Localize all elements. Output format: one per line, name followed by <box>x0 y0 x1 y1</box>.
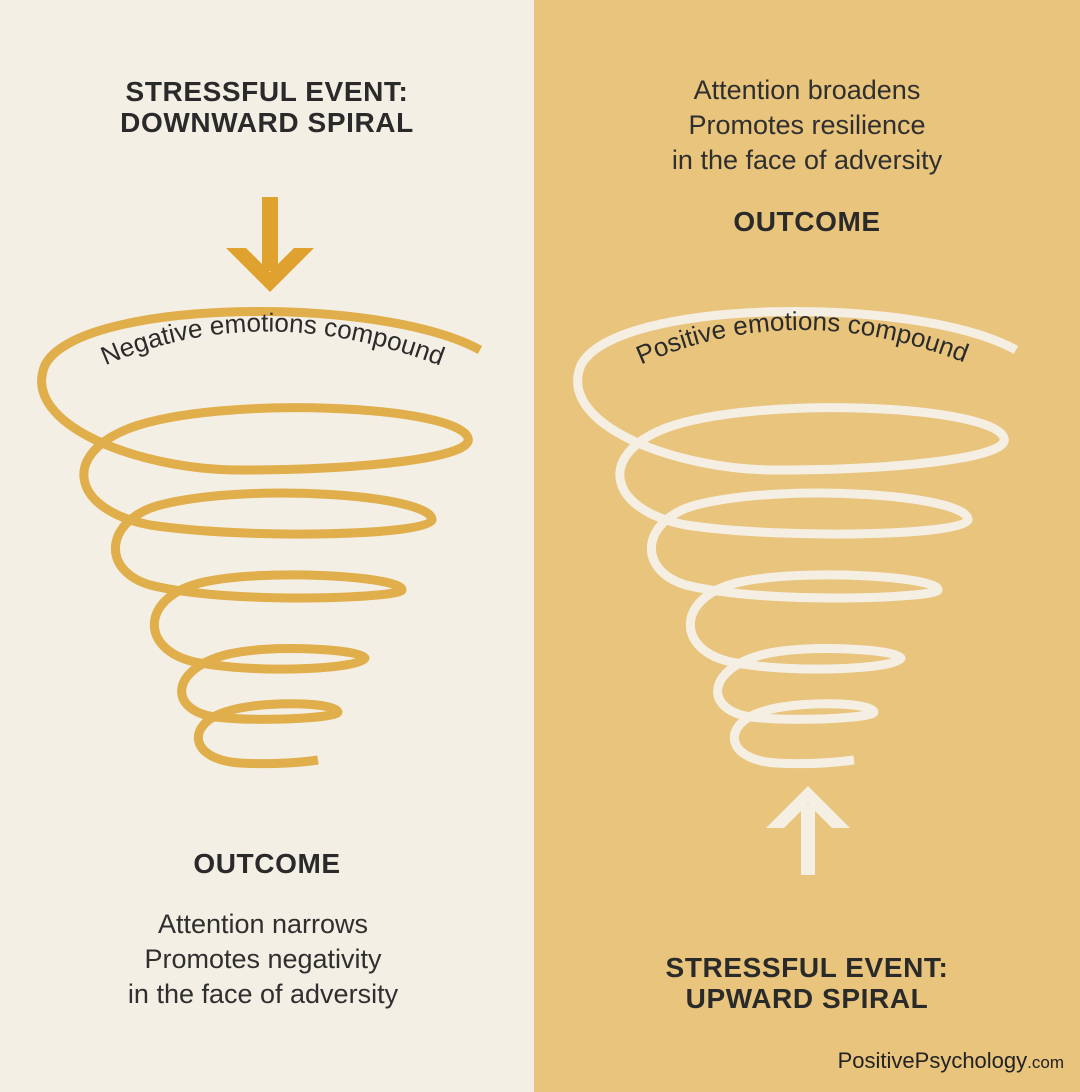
downward-title-line1: STRESSFUL EVENT: <box>125 76 409 107</box>
brand-domain: .com <box>1027 1053 1064 1072</box>
upward-outcome-line: Attention broadens <box>693 75 921 105</box>
downward-outcome-text: Attention narrows Promotes negativity in… <box>0 907 526 1012</box>
downward-outcome-heading: OUTCOME <box>193 848 341 879</box>
upward-spiral-panel: Attention broadens Promotes resilience i… <box>534 0 1080 1092</box>
downward-spiral-graphic: Negative emotions compound <box>37 197 483 769</box>
downward-outcome-line: Attention narrows <box>157 909 369 939</box>
downward-spiral-panel: STRESSFUL EVENT: DOWNWARD SPIRAL OUTCOME… <box>0 0 534 1092</box>
downward-title: STRESSFUL EVENT: DOWNWARD SPIRAL <box>0 76 534 138</box>
upward-outcome-line: in the face of adversity <box>671 145 943 175</box>
downward-title-line2: DOWNWARD SPIRAL <box>120 107 414 138</box>
downward-spiral-coil <box>37 307 483 769</box>
upward-spiral-coil <box>573 307 1019 769</box>
upward-outcome-line: Promotes resilience <box>688 110 926 140</box>
upward-title-line2: UPWARD SPIRAL <box>685 983 929 1014</box>
upward-spiral-graphic: Positive emotions compound <box>573 306 1019 875</box>
downward-outcome-line: Promotes negativity <box>144 944 382 974</box>
downward-outcome-line: in the face of adversity <box>127 979 399 1009</box>
upward-outcome-text: Attention broadens Promotes resilience i… <box>534 73 1080 178</box>
brand-logo: PositivePsychology.com <box>838 1048 1064 1074</box>
up-arrow-icon <box>766 786 850 875</box>
upward-title-line1: STRESSFUL EVENT: <box>665 952 949 983</box>
down-arrow-icon <box>226 197 314 292</box>
upward-outcome-heading: OUTCOME <box>733 206 881 237</box>
upward-title: STRESSFUL EVENT: UPWARD SPIRAL <box>534 952 1080 1014</box>
brand-name: PositivePsychology <box>837 1048 1028 1073</box>
